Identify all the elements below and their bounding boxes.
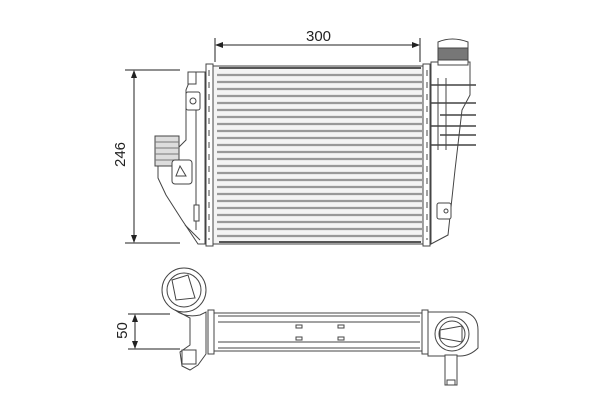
height-dimension xyxy=(125,69,180,244)
height-dimension-label: 246 xyxy=(112,141,130,168)
top-left-tank xyxy=(161,267,207,371)
depth-dimension xyxy=(128,313,180,350)
top-right-tank xyxy=(427,311,479,386)
front-core xyxy=(205,63,431,247)
width-dimension xyxy=(214,38,421,62)
front-right-tank xyxy=(430,38,476,245)
top-core xyxy=(207,309,429,355)
front-left-tank xyxy=(154,71,206,245)
width-dimension-label: 300 xyxy=(306,28,332,45)
depth-dimension-label: 50 xyxy=(113,322,131,339)
